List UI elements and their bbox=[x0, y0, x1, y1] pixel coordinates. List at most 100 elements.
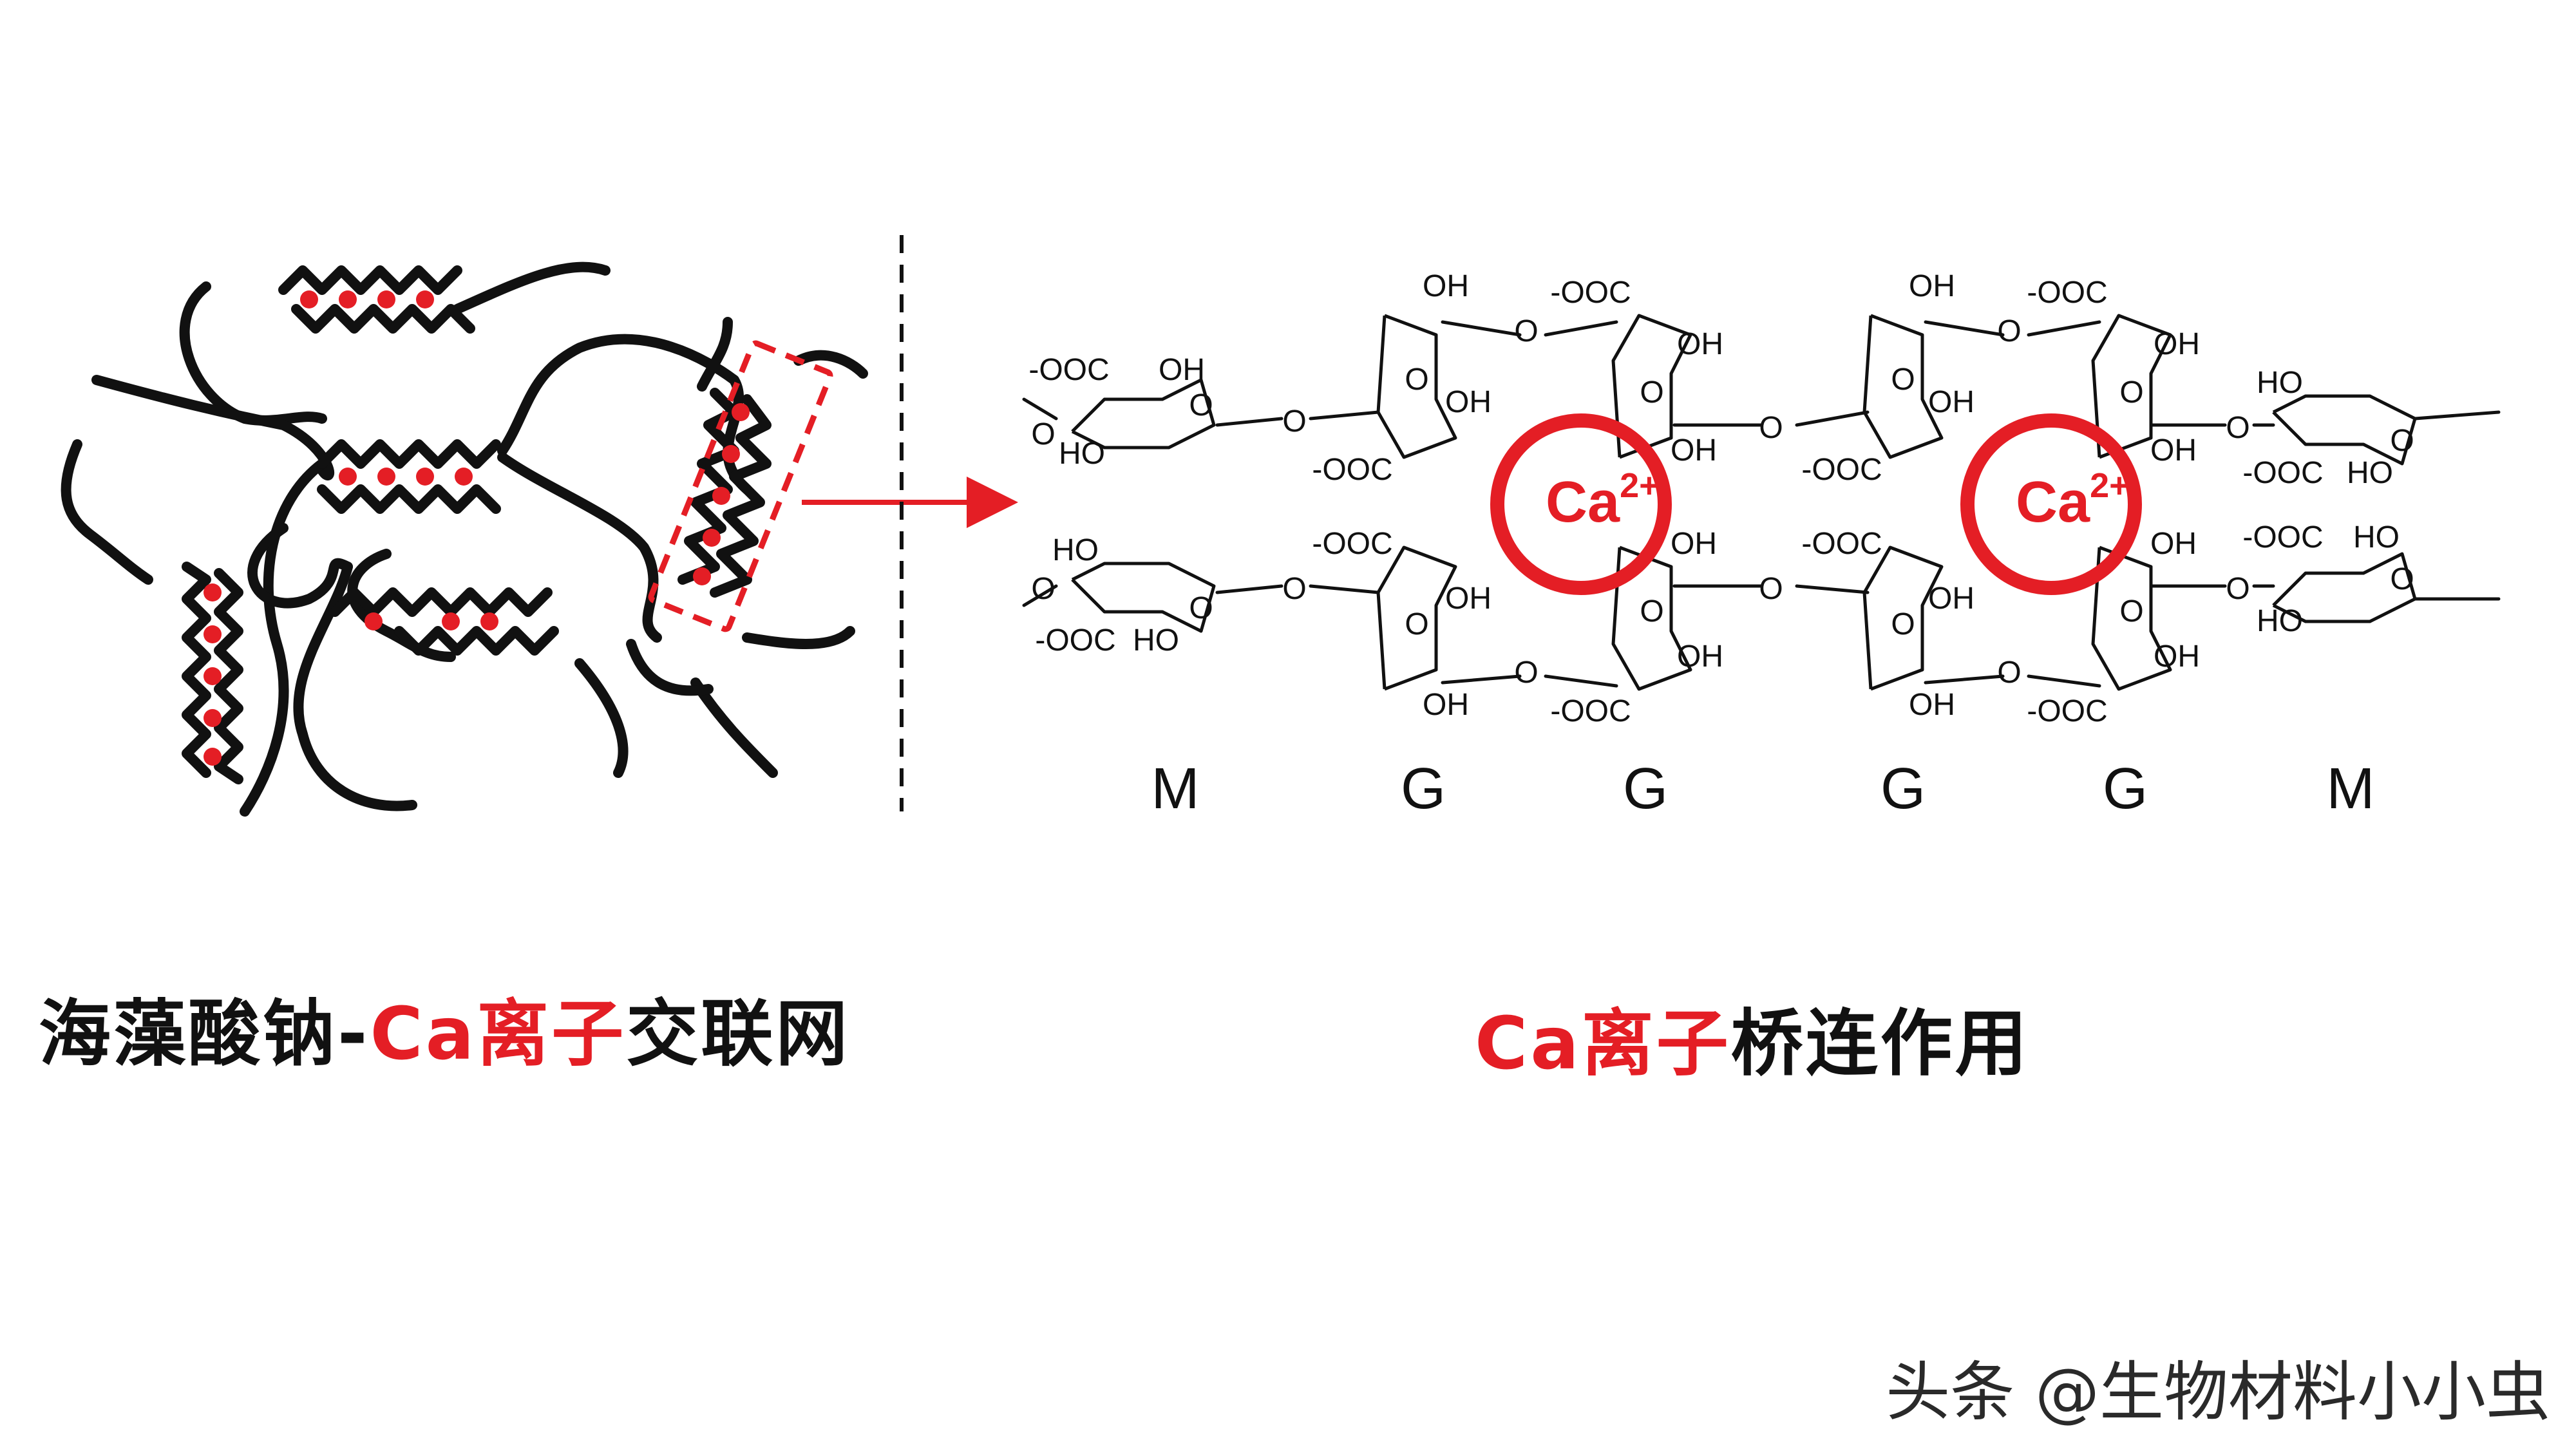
residue-label: G bbox=[1623, 757, 1668, 821]
watermark: 头条 @生物材料小小虫 bbox=[1886, 1354, 2550, 1430]
chem-group-label: HO bbox=[2347, 456, 2393, 490]
chem-group-label: -OOC bbox=[1035, 623, 1115, 658]
bond-line bbox=[1309, 410, 1380, 421]
chem-group-label: -OOC bbox=[1028, 353, 1109, 387]
highlight-box bbox=[648, 340, 833, 632]
calcium-ion-charge: 2+ bbox=[2090, 466, 2130, 505]
ring-oxygen-label: O bbox=[1405, 607, 1428, 641]
chem-group-label: O bbox=[1997, 314, 2021, 348]
bond-line bbox=[1022, 584, 1058, 607]
polymer-chain bbox=[240, 459, 327, 817]
bond-line bbox=[2413, 410, 2501, 421]
chem-group-label: OH bbox=[1445, 582, 1492, 616]
calcium-ion-charge: 2+ bbox=[1620, 466, 1660, 505]
calcium-dot bbox=[416, 468, 434, 486]
chem-group-label: OH bbox=[1159, 353, 1205, 387]
pyranose-ring bbox=[2272, 394, 2417, 466]
chem-group-label: O bbox=[1514, 656, 1538, 690]
polymer-chain bbox=[793, 350, 868, 379]
ring-oxygen-label: O bbox=[1405, 363, 1428, 397]
chem-group-label: OH bbox=[2150, 527, 2197, 561]
chem-group-label: OH bbox=[1423, 688, 1469, 722]
chem-group-label: O bbox=[2226, 572, 2249, 606]
pyranose-ring bbox=[1611, 545, 1692, 691]
chem-group-label: -OOC bbox=[2027, 276, 2107, 310]
chem-group-label: OH bbox=[1677, 639, 1723, 674]
ring-oxygen-label: O bbox=[1640, 375, 1663, 410]
chem-group-label: O bbox=[1282, 404, 1306, 439]
ring-oxygen-label: O bbox=[1891, 607, 1915, 641]
chem-group-label: OH bbox=[1671, 527, 1717, 561]
calcium-dot bbox=[339, 290, 357, 308]
bond-line bbox=[1924, 674, 2005, 685]
bond-line bbox=[1441, 320, 1522, 337]
chem-group-label: OH bbox=[2154, 327, 2200, 361]
calcium-dot bbox=[442, 612, 460, 630]
ring-oxygen-label: O bbox=[1189, 591, 1213, 625]
polymer-chain bbox=[247, 523, 353, 609]
calcium-dot bbox=[455, 468, 473, 486]
calcium-dot bbox=[204, 625, 222, 643]
polymer-chain bbox=[497, 452, 662, 643]
pyranose-ring bbox=[1071, 562, 1216, 633]
chem-group-label: O bbox=[2226, 411, 2249, 445]
chem-group-label: -OOC bbox=[1550, 694, 1631, 728]
chem-group-label: O bbox=[1514, 314, 1538, 348]
caption-left: 海藻酸钠-Ca离子交联网 bbox=[39, 976, 850, 1080]
egg-box-junction bbox=[182, 562, 211, 778]
chem-group-label: -OOC bbox=[1801, 453, 1882, 487]
calcium-dot bbox=[722, 445, 740, 463]
ring-oxygen-label: O bbox=[2119, 375, 2143, 410]
chem-group-label: OH bbox=[1928, 385, 1975, 419]
polymer-chain bbox=[626, 639, 714, 696]
polymer-chain bbox=[742, 626, 855, 649]
pyranose-ring bbox=[1611, 314, 1692, 459]
calcium-ion-ring bbox=[1960, 413, 2142, 595]
bond-line bbox=[2027, 674, 2101, 688]
chem-group-label: -OOC bbox=[1801, 527, 1882, 561]
ring-oxygen-label: O bbox=[1189, 388, 1213, 422]
calcium-dot bbox=[712, 487, 730, 505]
egg-box-junction bbox=[278, 265, 462, 295]
chem-group-label: O bbox=[1031, 572, 1055, 606]
egg-box-junction bbox=[317, 439, 501, 469]
ring-oxygen-label: O bbox=[1891, 363, 1915, 397]
polymer-chain bbox=[690, 677, 778, 778]
chem-group-label: OH bbox=[1445, 385, 1492, 419]
caption-left-part3: 交联网 bbox=[626, 992, 851, 1076]
ring-oxygen-label: O bbox=[1640, 594, 1663, 629]
chem-group-label: HO bbox=[2353, 520, 2400, 554]
chem-group-label: -OOC bbox=[1312, 527, 1392, 561]
egg-box-junction bbox=[214, 568, 243, 784]
polymer-chain bbox=[91, 375, 335, 480]
calcium-dot bbox=[480, 612, 498, 630]
polymer-chain bbox=[574, 658, 629, 778]
residue-label: M bbox=[2327, 757, 2375, 821]
calcium-ion-base: Ca bbox=[1546, 470, 1620, 535]
chem-group-label: HO bbox=[1052, 533, 1099, 567]
calcium-ion-label: Ca2+ bbox=[2016, 466, 2130, 535]
bond-line bbox=[1022, 397, 1058, 421]
chem-group-label: -OOC bbox=[1312, 453, 1392, 487]
caption-right: Ca离子桥连作用 bbox=[1475, 985, 2030, 1090]
chem-group-label: HO bbox=[2257, 366, 2303, 400]
bond-line bbox=[1795, 584, 1870, 594]
egg-box-junction bbox=[291, 304, 475, 334]
polymer-chain bbox=[61, 439, 153, 585]
residue-label: G bbox=[1401, 757, 1446, 821]
chem-group-label: HO bbox=[1133, 623, 1179, 658]
caption-left-part1: 海藻酸钠- bbox=[39, 992, 370, 1076]
polymer-chain bbox=[179, 281, 327, 426]
egg-box-junction bbox=[677, 388, 739, 585]
chem-group-label: O bbox=[1282, 572, 1306, 606]
pyranose-ring bbox=[2091, 545, 2172, 691]
caption-right-part2: 桥连作用 bbox=[1730, 1002, 2030, 1086]
calcium-dot bbox=[377, 468, 395, 486]
calcium-dot bbox=[300, 290, 318, 308]
chem-group-label: HO bbox=[2257, 604, 2303, 638]
pyranose-ring bbox=[2272, 552, 2417, 623]
chem-group-label: O bbox=[1759, 572, 1783, 606]
chem-group-label: OH bbox=[2154, 639, 2200, 674]
